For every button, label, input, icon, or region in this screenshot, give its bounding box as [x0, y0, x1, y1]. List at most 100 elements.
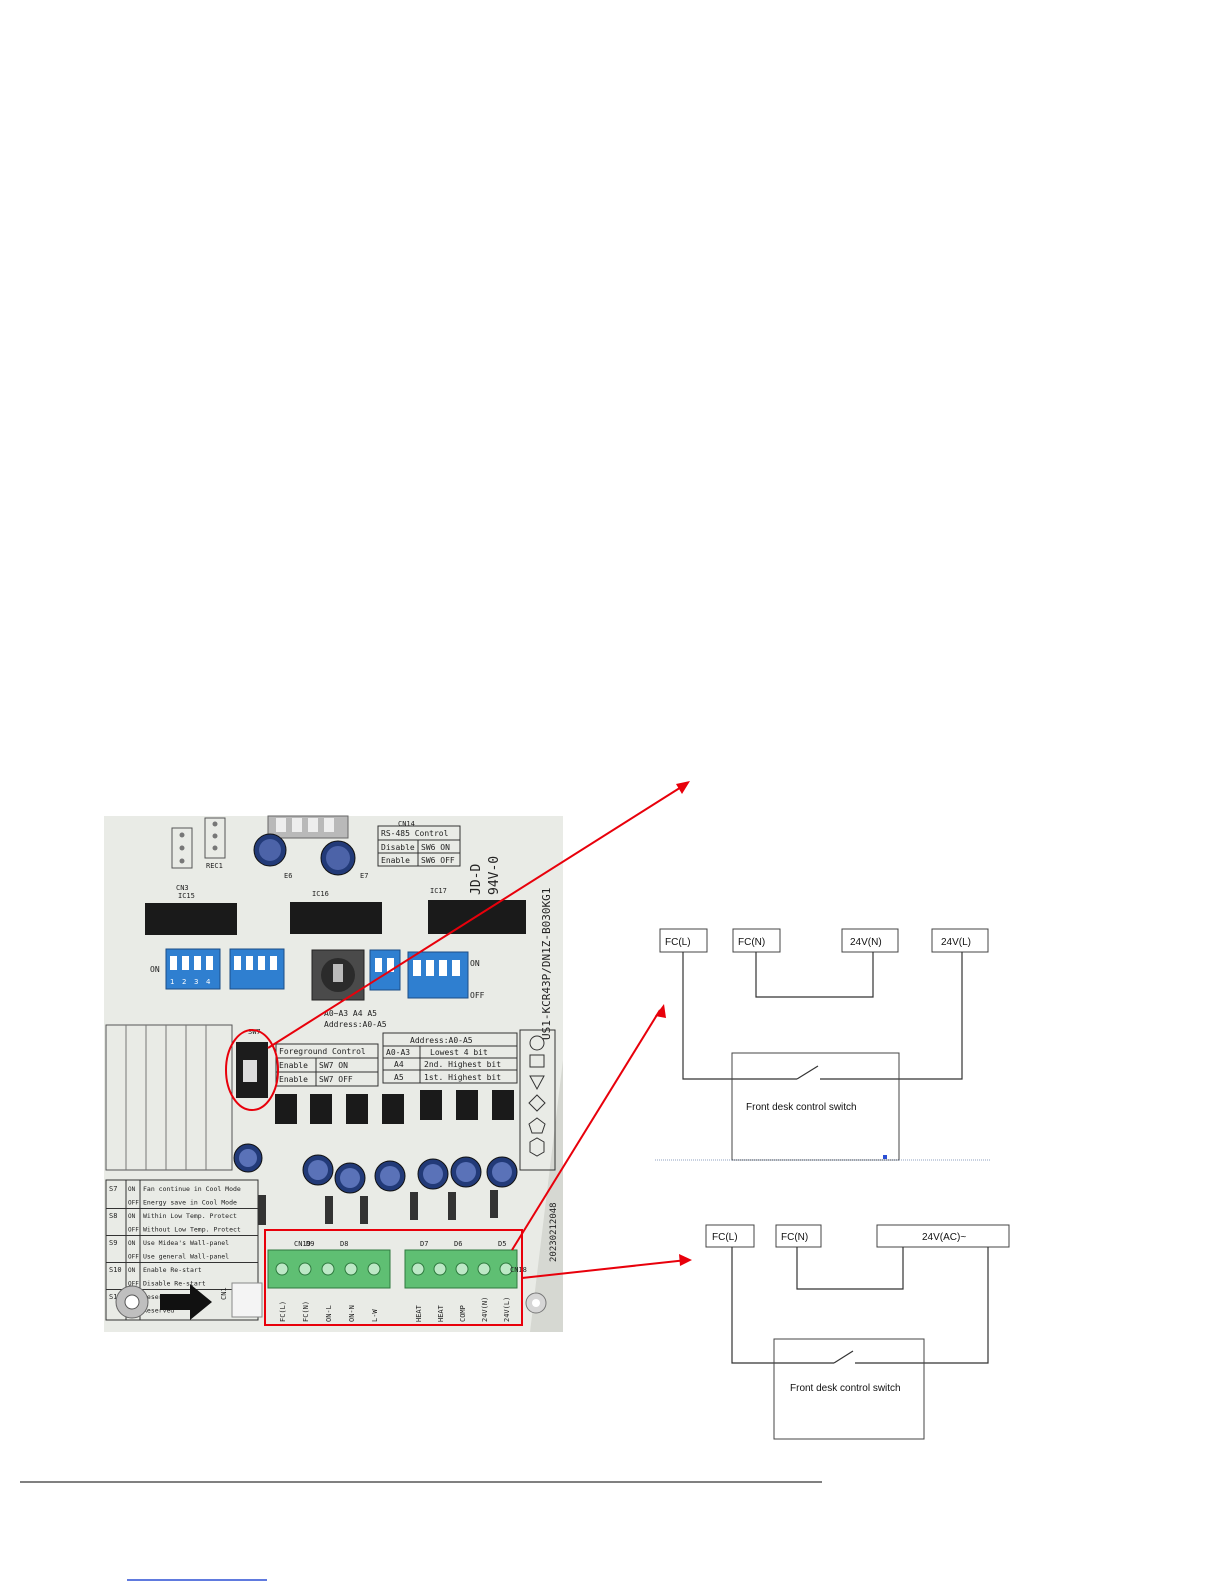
rs485-title: RS-485 Control [381, 829, 449, 838]
terminal-label: 24V(N) [481, 1297, 489, 1322]
d2-terminal-fc-l [705, 1224, 755, 1248]
capacitor-row [233, 1143, 518, 1194]
d1-terminal-label: 24V(L) [941, 937, 971, 948]
d1-switch-label: Front desk control switch [746, 1102, 857, 1113]
dip-switch-sw5: 1 2 3 4 [165, 948, 221, 990]
foreground-cell: Foreground Control [279, 1047, 366, 1056]
optocoupler-row [275, 1090, 514, 1124]
terminal-label: 24V(L) [503, 1297, 511, 1322]
switch-id: S8 [109, 1212, 117, 1220]
address-table-cell: Lowest 4 bit [430, 1048, 488, 1057]
switch-state: OFF [128, 1200, 139, 1207]
dip-number: 4 [206, 978, 211, 986]
arrow-line-cn18 [511, 1009, 661, 1251]
switch-description: Disable Re-start [143, 1280, 206, 1288]
cn1-label: CN1 [220, 1287, 228, 1300]
switch-description: Without Low Temp. Protect [143, 1226, 241, 1234]
wiring-diagram-2: FC(L) FC(N) 24V(AC)~ Front desk control … [705, 1224, 1010, 1440]
switch-description: Within Low Temp. Protect [143, 1212, 237, 1220]
connector-cn1: CN1 [220, 1282, 263, 1318]
mounting-hole-icon [115, 1285, 149, 1319]
capacitor-e6: E6 [253, 833, 292, 880]
d1-terminal-label: FC(L) [665, 937, 691, 948]
arrowhead-icon [655, 1004, 666, 1018]
cn14-label: CN14 [398, 820, 415, 828]
address-table: Address:A0-A5 A0-A3 Lowest 4 bit A4 2nd.… [382, 1032, 518, 1084]
d2-terminal-label: 24V(AC)~ [922, 1232, 966, 1243]
dip-on-label: ON [150, 965, 160, 974]
d1-wire-24v-l [820, 952, 963, 1080]
arrowhead-icon [676, 781, 690, 794]
board-code-text: US1-KCR43P/DN1Z-B030KG1 [540, 888, 553, 1040]
terminal-label: L-W [371, 1309, 379, 1322]
dip-number: 3 [194, 978, 198, 986]
d2-wire-neutral [796, 1247, 904, 1290]
d2-wire-fc-l [731, 1247, 834, 1364]
d1-terminal-24v-n [841, 928, 899, 953]
d1-marker [883, 1155, 887, 1159]
address-table-cell: 1st. Highest bit [424, 1073, 501, 1082]
switch-state: ON [128, 1213, 136, 1220]
switch-id: S7 [109, 1185, 117, 1193]
d1-terminal-24v-l [931, 928, 989, 953]
switch-description: Fan continue in Cool Mode [143, 1185, 241, 1193]
switch-state: OFF [128, 1281, 139, 1288]
foreground-table: Foreground Control Enable SW7 ON Enable … [275, 1043, 379, 1087]
foreground-cell: SW7 ON [319, 1061, 348, 1070]
terminal-block-cn18 [404, 1249, 518, 1289]
cn19-label: CN19 [294, 1240, 311, 1248]
sw7-label: SW7 [248, 1028, 261, 1036]
arrow-right-icon [160, 1284, 212, 1320]
wiring-diagram-1: FC(L) FC(N) 24V(N) 24V(L) Front desk con… [655, 928, 990, 1161]
d1-terminal-label: FC(N) [738, 937, 765, 948]
switch-description: Reserved [143, 1293, 174, 1301]
arrowheads [655, 781, 692, 1266]
dip-switch-sw1 [407, 951, 469, 999]
arrowhead-icon [679, 1254, 692, 1266]
foreground-cell: Enable [279, 1075, 308, 1084]
switch-state: OFF [128, 1254, 139, 1261]
highlight-sw7-ellipse [225, 1029, 279, 1111]
connector-rec1: REC1 [204, 817, 226, 870]
diode-label: D7 [420, 1240, 428, 1248]
d1-switch-contact [796, 1065, 819, 1080]
brand-markings: JD-D 94V-0 US1-KCR43P/DN1Z-B030KG1 [469, 856, 553, 1040]
capacitor-e7: E7 [320, 840, 368, 880]
e6-label: E6 [284, 872, 292, 880]
address-short-label: A0~A3 A4 A5 [324, 1009, 377, 1018]
foreground-cell: Enable [279, 1061, 308, 1070]
rating-text: 94V-0 [487, 856, 502, 895]
address-label: Address:A0-A5 [324, 1020, 387, 1029]
ic15-label: IC15 [178, 892, 195, 900]
annotations [225, 783, 688, 1326]
ic16-label: IC16 [312, 890, 329, 898]
switch-state: ON [128, 1186, 136, 1193]
dip-on-label: ON [470, 959, 480, 968]
e7-label: E7 [360, 872, 368, 880]
terminal-label: ON-N [348, 1305, 356, 1322]
pcb-photo: CN14 REC1 CN3 E6 E7 RS-485 [104, 815, 563, 1332]
d1-terminal-label: 24V(N) [850, 937, 882, 948]
date-code-text: 20230212048 [549, 1202, 559, 1262]
d2-terminal-label: FC(L) [712, 1232, 738, 1243]
dip-off-label: OFF [470, 991, 485, 1000]
address-table-cell: A0-A3 [386, 1048, 410, 1057]
connector-cn3: CN3 [171, 827, 193, 892]
foreground-cell: SW7 OFF [319, 1075, 353, 1084]
address-table-cell: 2nd. Highest bit [424, 1060, 501, 1069]
d2-switch-contact [833, 1350, 854, 1364]
diode-label: D9 [306, 1240, 314, 1248]
switch-sw7: SW7 [236, 1028, 268, 1098]
shape-symbols [519, 1029, 556, 1171]
diode-row [258, 1190, 498, 1225]
mounting-hole-icon [525, 1292, 547, 1314]
switch-description: Use general Wall-panel [143, 1253, 229, 1261]
dip-number: 1 [170, 978, 174, 986]
d1-wire-fc-l [682, 952, 797, 1080]
dip-switch-sw4 [229, 948, 285, 990]
d2-wire-24v [855, 1247, 989, 1364]
dip-switch-sw6 [369, 949, 401, 991]
switch-id: S9 [109, 1239, 117, 1247]
switch-description: Enable Re-start [143, 1266, 202, 1274]
